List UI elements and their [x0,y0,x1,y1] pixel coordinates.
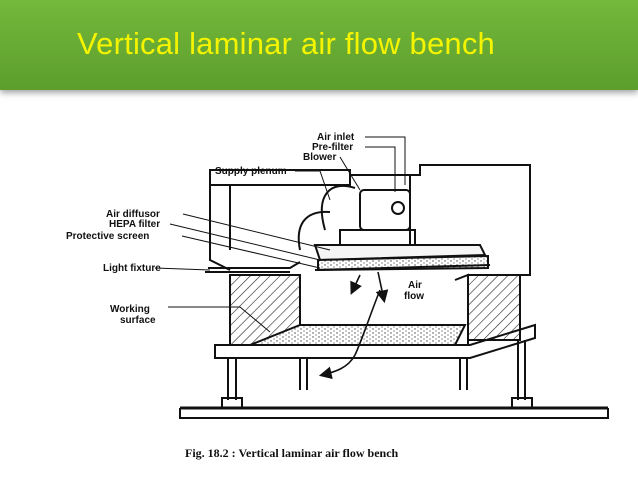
laminar-flow-diagram: Air inlet Pre-filter Blower Supply plenu… [0,100,638,479]
label-air-diffusor: Air diffusor [106,209,160,220]
right-side-panel [467,274,521,341]
label-air: Air [408,280,422,291]
blower-housing [359,189,411,231]
label-working: Working [110,304,150,315]
slide-title: Vertical laminar air flow bench [77,26,495,61]
label-light-fixture: Light fixture [103,263,161,274]
label-surface: surface [120,315,156,326]
label-protective-screen: Protective screen [66,231,149,242]
title-bar: Vertical laminar air flow bench [0,0,638,90]
left-side-panel [229,274,301,346]
label-supply-plenum: Supply plenum [215,166,287,177]
cabinet-drawing [179,164,609,419]
label-flow: flow [404,291,424,302]
working-surface [249,324,467,346]
label-air-inlet: Air inlet [317,132,355,143]
label-blower: Blower [303,152,336,163]
figure-caption: Fig. 18.2 : Vertical laminar air flow be… [185,446,399,460]
label-hepa-filter: HEPA filter [109,219,160,230]
label-pre-filter: Pre-filter [312,142,353,153]
